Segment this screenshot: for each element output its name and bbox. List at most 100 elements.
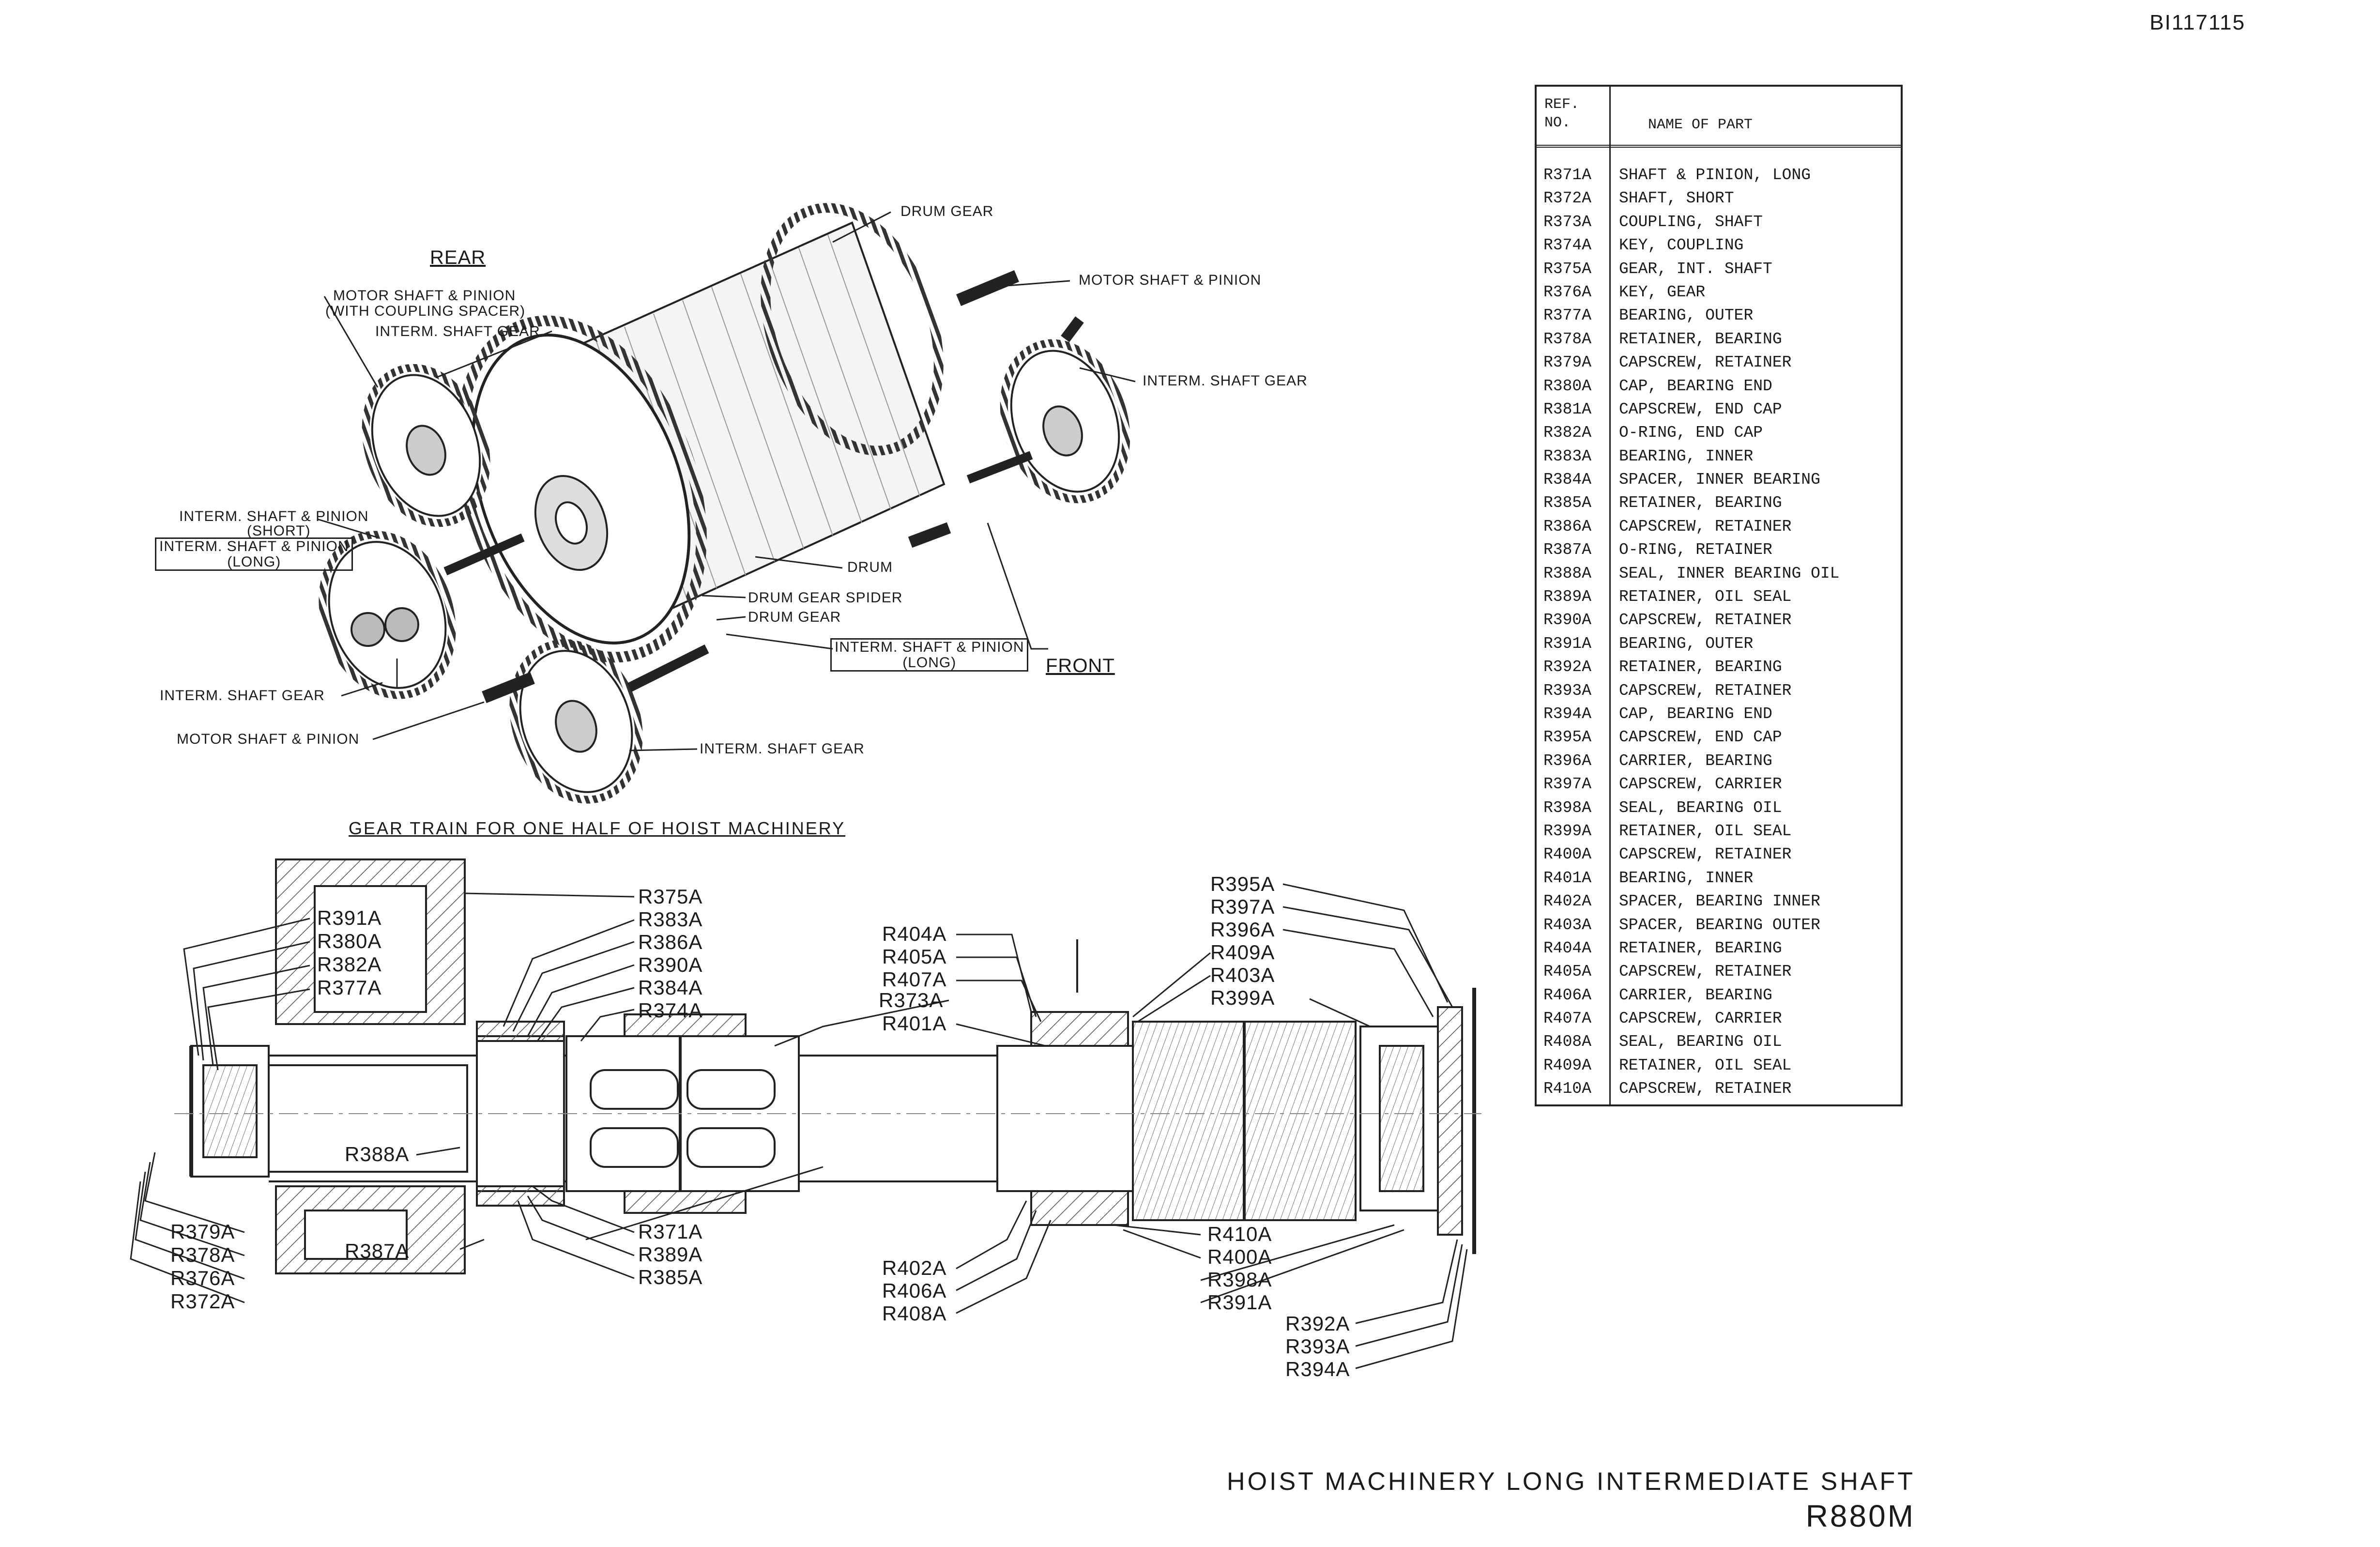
ref-label: R403A — [1210, 964, 1275, 986]
callout-interm-long-front-2: (LONG) — [902, 654, 957, 671]
name-cell: CAPSCREW, END CAP — [1619, 400, 1782, 418]
name-cell: BEARING, INNER — [1619, 447, 1754, 465]
ref-stack-left-bottom: R379A R378A R376A R372A — [170, 1220, 235, 1313]
ref-cell: R387A — [1543, 541, 1592, 559]
ref-cell: R394A — [1543, 705, 1592, 723]
ref-label: R371A — [638, 1220, 703, 1243]
ref-cell: R407A — [1543, 1010, 1592, 1028]
drawing-number: R880M — [1805, 1499, 1915, 1533]
ref-label: R407A — [882, 968, 947, 991]
name-cell: RETAINER, OIL SEAL — [1619, 1056, 1792, 1074]
ref-cell: R395A — [1543, 728, 1592, 747]
header-ref-line2: NO. — [1544, 115, 1571, 131]
ref-cell: R402A — [1543, 892, 1592, 911]
ref-cell: R373A — [1543, 213, 1592, 231]
ref-cell: R403A — [1543, 916, 1592, 934]
callout-motor-shaft-pinion-bottom: MOTOR SHAFT & PINION — [177, 731, 360, 747]
ref-label: R396A — [1210, 918, 1275, 941]
name-cell: SPACER, BEARING INNER — [1619, 892, 1820, 911]
ref-label: R395A — [1210, 873, 1275, 895]
parts-table-header: REF. NO. NAME OF PART — [1537, 87, 1901, 148]
name-cell: RETAINER, BEARING — [1619, 330, 1782, 348]
callout-interm-long-2: (LONG) — [227, 553, 281, 570]
table-row: R402A SPACER, BEARING INNER — [1537, 890, 1901, 914]
ref-label: R405A — [882, 945, 947, 968]
ref-label: R375A — [638, 885, 703, 908]
ref-r373a: R373A — [879, 989, 944, 1011]
name-cell: CAP, BEARING END — [1619, 377, 1772, 395]
drawing-title: HOIST MACHINERY LONG INTERMEDIATE SHAFT — [1227, 1468, 1915, 1496]
ref-label: R376A — [170, 1267, 235, 1289]
document-id: BI117115 — [2150, 11, 2245, 34]
ref-cell: R383A — [1543, 447, 1592, 465]
name-cell: KEY, COUPLING — [1619, 236, 1744, 255]
table-row: R378A RETAINER, BEARING — [1537, 328, 1901, 352]
ref-r401a: R401A — [882, 1012, 947, 1035]
ref-cell: R388A — [1543, 564, 1592, 582]
ref-label: R399A — [1210, 986, 1275, 1009]
ref-cell: R400A — [1543, 845, 1592, 864]
ref-r388a: R388A — [345, 1143, 410, 1165]
table-row: R395A CAPSCREW, END CAP — [1537, 726, 1901, 750]
name-cell: CAPSCREW, RETAINER — [1619, 1080, 1792, 1098]
name-cell: RETAINER, OIL SEAL — [1619, 822, 1792, 840]
ref-cell: R401A — [1543, 869, 1592, 887]
ref-cell: R378A — [1543, 330, 1592, 348]
ref-label: R391A — [317, 906, 382, 929]
name-cell: SEAL, BEARING OIL — [1619, 798, 1782, 817]
callout-interm-long-front-box: INTERM. SHAFT & PINION (LONG) — [830, 638, 1029, 672]
ref-cell: R374A — [1543, 236, 1592, 255]
name-cell: GEAR, INT. SHAFT — [1619, 260, 1772, 278]
ref-cell: R386A — [1543, 517, 1592, 536]
name-cell: SPACER, INNER BEARING — [1619, 471, 1820, 489]
ref-label: R406A — [882, 1279, 947, 1302]
name-cell: BEARING, OUTER — [1619, 306, 1754, 325]
ref-cell: R393A — [1543, 681, 1592, 700]
table-row: R375A GEAR, INT. SHAFT — [1537, 258, 1901, 281]
front-label: FRONT — [1046, 655, 1115, 676]
name-cell: CAPSCREW, RETAINER — [1619, 353, 1792, 372]
ref-label: R410A — [1207, 1223, 1272, 1245]
header-ref-no: REF. NO. — [1544, 95, 1579, 132]
name-cell: RETAINER, BEARING — [1619, 494, 1782, 512]
name-cell: COUPLING, SHAFT — [1619, 213, 1763, 231]
callout-drum-gear-spider: DRUM GEAR SPIDER — [748, 590, 903, 606]
name-cell: CARRIER, BEARING — [1619, 986, 1772, 1004]
callout-interm-shaft-gear-left: INTERM. SHAFT GEAR — [160, 688, 325, 704]
name-cell: RETAINER, BEARING — [1619, 939, 1782, 957]
name-cell: CAP, BEARING END — [1619, 705, 1772, 723]
ref-label: R402A — [882, 1256, 947, 1279]
table-row: R394A CAP, BEARING END — [1537, 703, 1901, 726]
name-cell: RETAINER, BEARING — [1619, 658, 1782, 676]
ref-cell: R379A — [1543, 353, 1592, 372]
callout-interm-shaft-gear-rear: INTERM. SHAFT GEAR — [375, 323, 540, 339]
ref-label: R392A — [1285, 1312, 1350, 1335]
callout-interm-long-box: INTERM. SHAFT & PINION (LONG) — [155, 537, 353, 571]
ref-cell: R375A — [1543, 260, 1592, 278]
header-ref-line1: REF. — [1544, 96, 1580, 113]
name-cell: CARRIER, BEARING — [1619, 751, 1772, 770]
header-name-of-part: NAME OF PART — [1648, 117, 1753, 133]
column-divider — [1609, 87, 1611, 1104]
name-cell: CAPSCREW, END CAP — [1619, 728, 1782, 747]
ref-stack-top-mid: R375A R383A R386A R390A R384A R374A — [638, 885, 702, 1022]
